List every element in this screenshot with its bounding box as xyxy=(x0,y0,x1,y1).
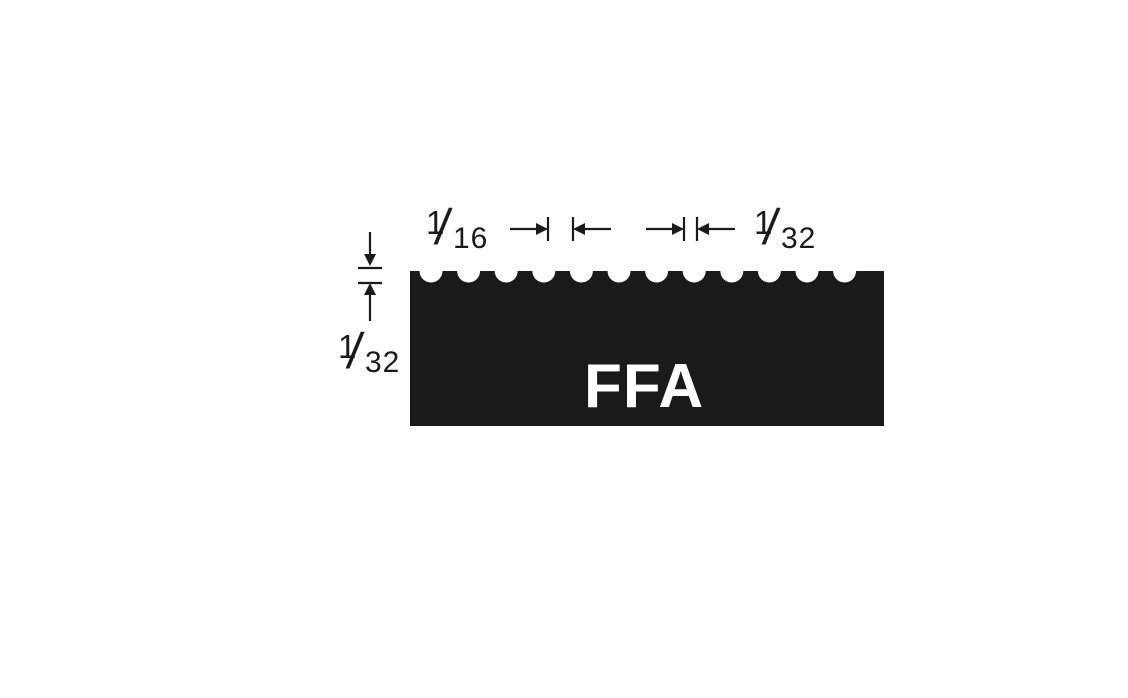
groove-depth-numerator: 1 xyxy=(338,328,357,365)
groove-width-arrow-right-head xyxy=(697,223,709,235)
profile-label: FFA xyxy=(584,352,705,421)
pitch-numerator: 1 xyxy=(426,204,445,241)
pitch-dimension-label: 1 / 16 xyxy=(424,199,504,255)
groove-depth-denominator: 32 xyxy=(365,346,401,379)
grooved-profile-body xyxy=(410,271,884,426)
dimension-arrows xyxy=(358,217,735,321)
groove-depth-arrow-bottom-head xyxy=(364,283,376,295)
groove-depth-dimension-label: 1 / 32 xyxy=(336,323,416,379)
groove-width-numerator: 1 xyxy=(754,204,773,241)
pitch-arrow-left-head xyxy=(536,223,548,235)
groove-width-denominator: 32 xyxy=(781,222,817,255)
pitch-denominator: 16 xyxy=(453,222,489,255)
groove-depth-arrow-top-head xyxy=(364,254,376,266)
groove-width-arrow-left-head xyxy=(672,223,684,235)
groove-width-dimension-label: 1 / 32 xyxy=(752,199,832,255)
pitch-arrow-right-head xyxy=(573,223,585,235)
